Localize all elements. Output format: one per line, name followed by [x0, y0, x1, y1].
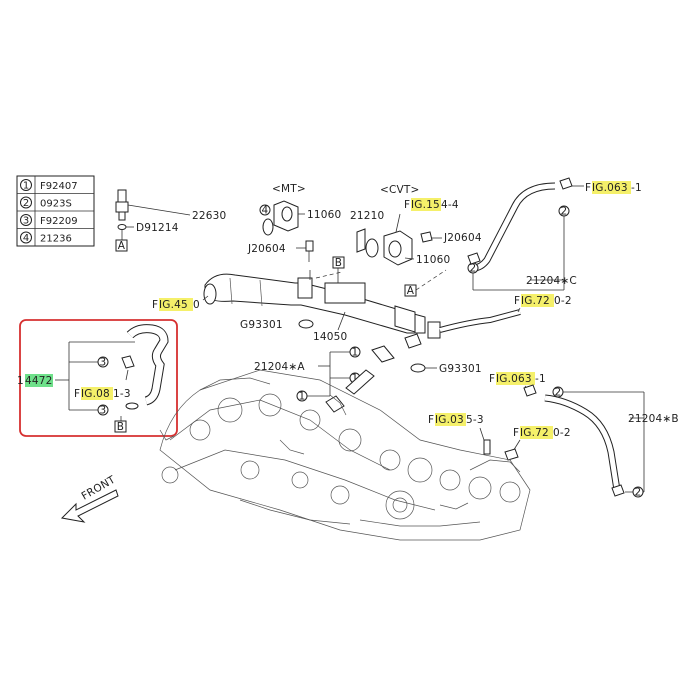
label-fig035: F: [428, 414, 434, 426]
svg-text:A: A: [407, 285, 415, 297]
ref-fig720-lower-group: F IG.72 0-2: [504, 426, 571, 461]
svg-text:2: 2: [470, 263, 477, 275]
svg-text:3: 3: [100, 357, 107, 369]
label-14472: 1: [17, 375, 24, 387]
label-fig720-a: F: [514, 295, 520, 307]
hose-21204a-group: 21204∗A 1 1 1: [254, 333, 422, 413]
svg-text:IG.063: IG.063: [592, 182, 628, 194]
bolt-j20604-left: J20604: [247, 240, 314, 262]
legend-row-4: 4 21236: [20, 231, 72, 245]
svg-text:3: 3: [100, 405, 107, 417]
svg-text:2: 2: [555, 387, 562, 399]
svg-text:IG.72: IG.72: [520, 427, 549, 439]
label-cvt: <CVT>: [380, 184, 420, 196]
mt-thermostat-group: <MT> 4 11060: [259, 183, 341, 236]
svg-text:2: 2: [23, 198, 29, 209]
svg-text:-1: -1: [535, 373, 546, 385]
label-11060-mt: 11060: [307, 209, 341, 221]
label-14050: 14050: [313, 331, 347, 343]
label-22630: 22630: [192, 210, 226, 222]
label-21204a: 21204∗A: [254, 361, 305, 373]
svg-text:4472: 4472: [25, 375, 53, 387]
svg-text:IG.03: IG.03: [435, 414, 464, 426]
label-fig450: F: [152, 299, 158, 311]
legend-table: 1 F92407 2 0923S 3 F92209 4 21236: [16, 175, 95, 247]
svg-text:B: B: [117, 421, 124, 433]
svg-text:2: 2: [635, 487, 642, 499]
svg-text:1: 1: [352, 347, 359, 359]
coolant-pipe-14050: B F IG.45 0 G93301 14050 A: [152, 256, 447, 343]
svg-text:F92407: F92407: [40, 181, 78, 192]
legend-row-3: 3 F92209: [20, 214, 78, 227]
legend-row-2: 2 0923S: [20, 196, 72, 210]
svg-text:1: 1: [299, 391, 306, 403]
svg-text:0-2: 0-2: [554, 295, 572, 307]
gasket-g93301-right: G93301: [410, 363, 482, 375]
svg-text:1: 1: [352, 373, 359, 385]
label-j20604-right: J20604: [443, 232, 482, 244]
svg-text:1-3: 1-3: [113, 388, 131, 400]
legend-row-1: 1 F92407: [20, 179, 78, 192]
label-fig720-b: F: [513, 427, 519, 439]
svg-text:0: 0: [193, 299, 200, 311]
cvt-thermostat-group: <CVT> F IG.15 4-4 21210 J20604 11060: [350, 184, 482, 266]
svg-text:A: A: [118, 240, 126, 252]
callout-14472: 1 4472 3 3 F IG.08 1-3 B: [17, 319, 178, 437]
svg-text:IG.063: IG.063: [496, 373, 532, 385]
svg-text:-1: -1: [631, 182, 642, 194]
svg-text:21236: 21236: [40, 234, 72, 245]
engine-block-drawing: [159, 369, 531, 541]
label-g93301-right: G93301: [439, 363, 482, 375]
svg-text:F92209: F92209: [40, 216, 78, 227]
svg-text:2: 2: [561, 206, 568, 218]
label-21204c: 21204∗C: [526, 275, 577, 287]
svg-text:0923S: 0923S: [40, 199, 72, 210]
svg-text:3: 3: [23, 216, 29, 227]
label-fig154: F: [404, 199, 410, 211]
svg-text:IG.15: IG.15: [411, 199, 440, 211]
sensor-22630: 22630 D91214 A: [115, 189, 226, 252]
svg-text:5-3: 5-3: [466, 414, 484, 426]
label-fig081: F: [74, 388, 80, 400]
front-direction-arrow: FRONT: [60, 474, 119, 523]
label-21210: 21210: [350, 210, 384, 222]
svg-text:1: 1: [23, 181, 29, 192]
svg-text:0-2: 0-2: [553, 427, 571, 439]
label-d91214: D91214: [136, 222, 179, 234]
label-fig063-a: F: [585, 182, 591, 194]
label-fig063-b: F: [489, 373, 495, 385]
svg-text:IG.45: IG.45: [159, 299, 188, 311]
hose-fig720-upper: F IG.72 0-2: [439, 294, 572, 333]
ref-fig035-group: F IG.03 5-3: [428, 413, 491, 455]
label-21204b: 21204∗B: [628, 413, 679, 425]
svg-text:IG.08: IG.08: [81, 388, 110, 400]
label-j20604-left: J20604: [247, 243, 286, 255]
hose-21204c: F IG.063 -1 2 2 21204∗C: [467, 177, 642, 291]
svg-text:4: 4: [262, 205, 269, 217]
label-g93301-left: G93301: [240, 319, 283, 331]
label-11060-cvt: 11060: [416, 254, 450, 266]
svg-text:4-4: 4-4: [441, 199, 459, 211]
hose-21204b: F IG.063 -1 2 2 21204∗B: [489, 372, 679, 499]
label-mt: <MT>: [272, 183, 306, 195]
svg-text:4: 4: [23, 233, 29, 244]
svg-text:IG.72: IG.72: [521, 295, 550, 307]
svg-text:B: B: [335, 257, 342, 269]
